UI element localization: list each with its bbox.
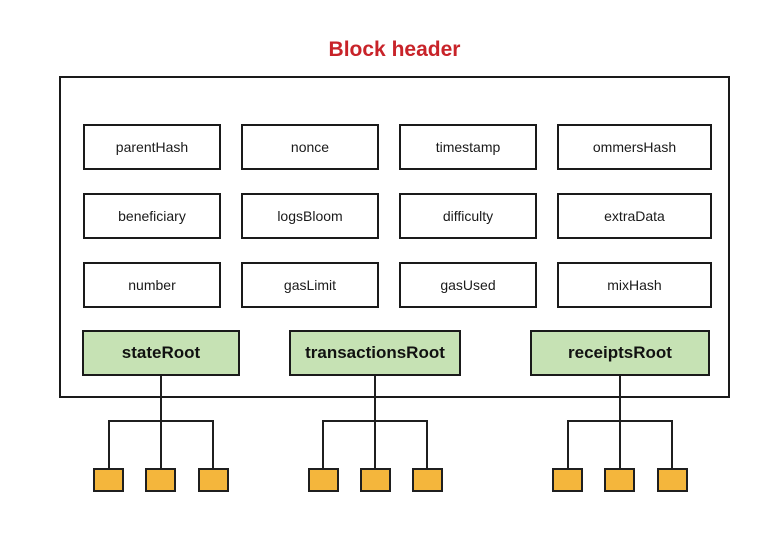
- leaf-node: [93, 468, 124, 492]
- field-box-mixhash: mixHash: [557, 262, 712, 308]
- leaf-node: [198, 468, 229, 492]
- field-box-nonce: nonce: [241, 124, 379, 170]
- field-box-number: number: [83, 262, 221, 308]
- field-box-timestamp: timestamp: [399, 124, 537, 170]
- root-box-stateroot: stateRoot: [82, 330, 240, 376]
- field-box-beneficiary: beneficiary: [83, 193, 221, 239]
- tree-stem-line: [160, 376, 162, 468]
- tree-right-drop-line: [426, 420, 428, 468]
- field-box-extradata: extraData: [557, 193, 712, 239]
- tree-right-drop-line: [671, 420, 673, 468]
- header-fields-grid: parentHash nonce timestamp ommersHash be…: [83, 124, 712, 308]
- leaf-node: [657, 468, 688, 492]
- field-box-difficulty: difficulty: [399, 193, 537, 239]
- root-box-receiptsroot: receiptsRoot: [530, 330, 710, 376]
- leaf-node: [360, 468, 391, 492]
- tree-branch-line: [322, 420, 428, 422]
- tree-right-drop-line: [212, 420, 214, 468]
- field-box-gaslimit: gasLimit: [241, 262, 379, 308]
- leaf-node: [308, 468, 339, 492]
- root-box-transactionsroot: transactionsRoot: [289, 330, 461, 376]
- field-box-ommershash: ommersHash: [557, 124, 712, 170]
- tree-branch-line: [567, 420, 673, 422]
- leaf-node: [604, 468, 635, 492]
- tree-left-drop-line: [108, 420, 110, 468]
- tree-stem-line: [374, 376, 376, 468]
- field-box-gasused: gasUsed: [399, 262, 537, 308]
- leaf-node: [145, 468, 176, 492]
- leaf-node: [412, 468, 443, 492]
- tree-branch-line: [108, 420, 214, 422]
- field-box-parenthash: parentHash: [83, 124, 221, 170]
- leaf-node: [552, 468, 583, 492]
- field-box-logsbloom: logsBloom: [241, 193, 379, 239]
- diagram-title: Block header: [328, 38, 461, 61]
- tree-left-drop-line: [322, 420, 324, 468]
- tree-stem-line: [619, 376, 621, 468]
- tree-left-drop-line: [567, 420, 569, 468]
